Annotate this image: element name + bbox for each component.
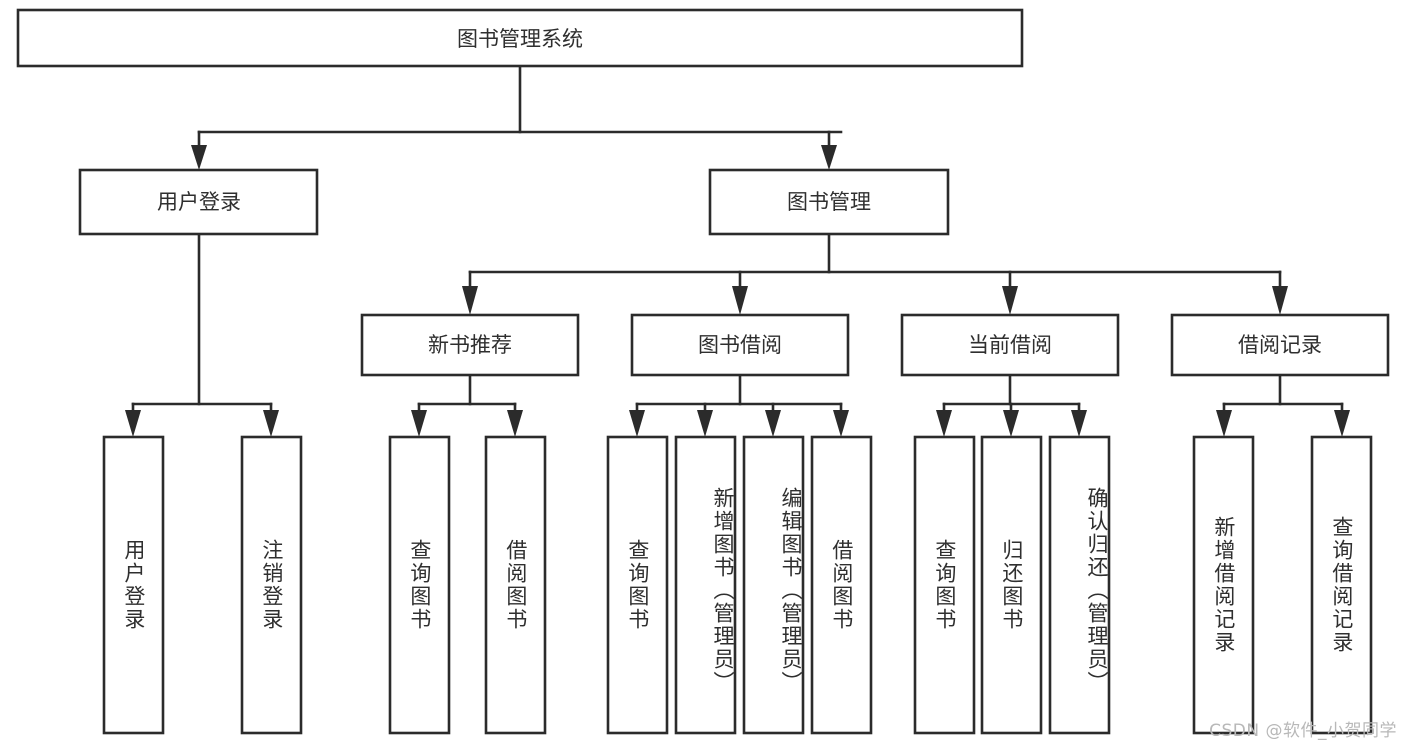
connectors-new-book-to-leaves [411,374,523,437]
connectors-borrow-to-leaves [629,374,849,437]
node-box-leaf-new-book-0[interactable] [388,435,451,735]
node-label-book-borrow: 图书借阅 [698,333,782,357]
node-box-leaf-user-login-0[interactable] [102,435,165,735]
arrow-userlogin-to-leaf1 [263,410,279,437]
arrow-current-to-leaf1 [1003,410,1019,437]
node-box-leaf-borrow-1[interactable] [674,435,737,735]
arrow-bookmgmt-to-current [1002,286,1018,315]
arrow-bookmgmt-to-records [1272,286,1288,315]
node-label-book-management: 图书管理 [787,190,871,214]
node-box-root[interactable] [16,8,1024,68]
connectors-records-to-leaves [1216,374,1350,437]
watermark-label: CSDN @软件_小贺同学 [1209,721,1397,741]
connectors-root-to-level1 [191,64,843,170]
connectors-book-mgmt-to-level2 [462,233,1288,315]
node-label-current-borrow: 当前借阅 [968,333,1052,357]
arrow-newbook-to-leaf0 [411,410,427,437]
arrow-newbook-to-leaf1 [507,410,523,437]
arrow-records-to-leaf0 [1216,410,1232,437]
node-box-leaf-records-0[interactable] [1192,435,1255,735]
node-box-user-login[interactable] [78,168,319,236]
node-box-new-book-recommend[interactable] [360,313,580,377]
connectors-current-to-leaves [936,374,1087,437]
arrow-current-to-leaf2 [1071,410,1087,437]
node-label-borrow-records: 借阅记录 [1238,333,1322,357]
node-label-user-login: 用户登录 [157,190,241,214]
node-box-book-borrow[interactable] [630,313,850,377]
connectors-user-login-to-leaves [125,233,279,437]
node-box-book-management[interactable] [708,168,950,236]
arrow-bookmgmt-to-new-book [462,286,478,315]
node-box-current-borrow[interactable] [900,313,1120,377]
node-box-leaf-borrow-3[interactable] [810,435,873,735]
arrow-root-to-book-mgmt [821,145,837,170]
arrow-borrow-to-leaf0 [629,410,645,437]
arrow-borrow-to-leaf2 [765,410,781,437]
node-label-root: 图书管理系统 [457,27,583,51]
node-box-leaf-borrow-2[interactable] [742,435,805,735]
node-box-leaf-current-0[interactable] [913,435,976,735]
node-box-leaf-records-1[interactable] [1310,435,1373,735]
arrow-borrow-to-leaf3 [833,410,849,437]
arrow-root-to-user-login [191,145,207,170]
arrow-userlogin-to-leaf0 [125,410,141,437]
node-box-leaf-current-1[interactable] [980,435,1043,735]
arrow-borrow-to-leaf1 [697,410,713,437]
node-box-borrow-records[interactable] [1170,313,1390,377]
node-box-leaf-borrow-0[interactable] [606,435,669,735]
node-box-leaf-current-2[interactable] [1048,435,1111,735]
arrow-bookmgmt-to-borrow [732,286,748,315]
arrow-records-to-leaf1 [1334,410,1350,437]
node-box-leaf-new-book-1[interactable] [484,435,547,735]
arrow-current-to-leaf0 [936,410,952,437]
node-box-leaf-user-login-1[interactable] [240,435,303,735]
node-label-new-book-recommend: 新书推荐 [428,333,512,357]
